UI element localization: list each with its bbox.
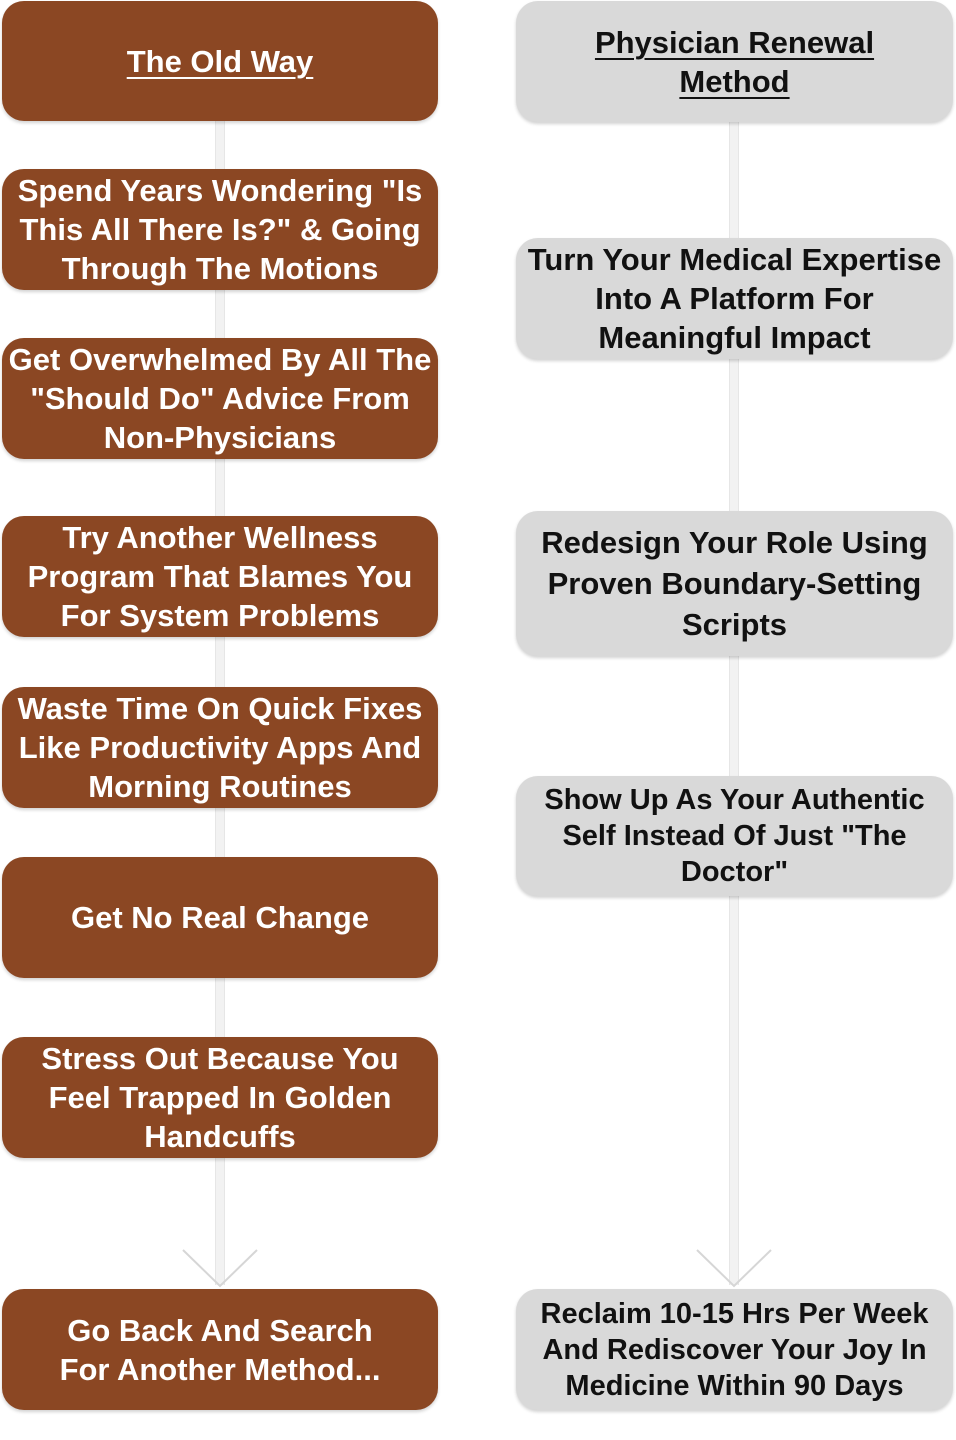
- old-way-step: Get No Real Change: [2, 857, 438, 978]
- renewal-method-header-text: Physician Renewal Method: [594, 24, 875, 99]
- right-connector-line: [729, 120, 739, 1285]
- left-arrow-down-icon: [182, 1249, 258, 1288]
- renewal-step: Show Up As Your Authentic Self Instead O…: [516, 776, 953, 896]
- old-way-step: Waste Time On Quick Fixes Like Productiv…: [2, 687, 438, 808]
- renewal-method-header: Physician Renewal Method: [516, 1, 953, 122]
- right-arrow-down-icon: [696, 1249, 772, 1288]
- old-way-step: Spend Years Wondering "Is This All There…: [2, 169, 438, 290]
- old-way-header-text: The Old Way: [126, 43, 314, 79]
- old-way-step: Stress Out Because You Feel Trapped In G…: [2, 1037, 438, 1158]
- old-way-step: Try Another Wellness Program That Blames…: [2, 516, 438, 637]
- renewal-step: Turn Your Medical Expertise Into A Platf…: [516, 238, 953, 359]
- old-way-step: Get Overwhelmed By All The "Should Do" A…: [2, 338, 438, 459]
- old-way-header: The Old Way: [2, 1, 438, 121]
- renewal-step: Redesign Your Role Using Proven Boundary…: [516, 511, 953, 656]
- old-way-outcome: Go Back And Search For Another Method...: [2, 1289, 438, 1410]
- renewal-outcome: Reclaim 10-15 Hrs Per Week And Rediscove…: [516, 1289, 953, 1410]
